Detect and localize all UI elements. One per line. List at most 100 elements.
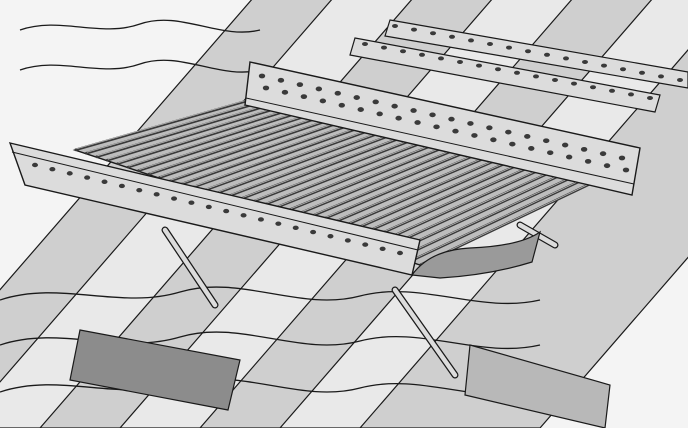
back-plate-hole bbox=[565, 154, 573, 160]
back-plate-hole bbox=[452, 128, 459, 134]
front-edge-fold bbox=[11, 151, 419, 251]
perforated-rail bbox=[349, 19, 688, 113]
rail-hole bbox=[381, 45, 387, 50]
rail-hole bbox=[601, 63, 607, 68]
grating-bar bbox=[200, 122, 389, 194]
front-edge-hole bbox=[49, 166, 56, 172]
back-plate-hole bbox=[357, 107, 364, 112]
grating-bar-highlight bbox=[107, 104, 287, 160]
grating-bar bbox=[273, 136, 470, 218]
rail-hole bbox=[658, 74, 664, 79]
support-brackets bbox=[161, 221, 559, 379]
front-edge-hole bbox=[84, 175, 91, 180]
front-edge-hole bbox=[379, 246, 386, 252]
back-plate-hole bbox=[509, 141, 516, 147]
rail-hole bbox=[449, 34, 455, 39]
grating-bar-highlight bbox=[170, 116, 356, 181]
grating-bar bbox=[116, 106, 297, 166]
grating-bar-highlight bbox=[191, 120, 379, 188]
rail-hole bbox=[400, 49, 406, 54]
rail-hole bbox=[563, 56, 569, 61]
front-edge-hole bbox=[275, 221, 282, 226]
rail-strip bbox=[349, 37, 661, 113]
back-plate-hole bbox=[622, 167, 630, 173]
back-plate-hole bbox=[338, 102, 345, 108]
rail-hole bbox=[533, 74, 539, 79]
walkway-end-plate bbox=[410, 230, 542, 279]
rail-hole bbox=[487, 42, 493, 46]
rail-hole bbox=[677, 78, 683, 82]
front-edge-hole bbox=[223, 208, 230, 214]
rail-hole bbox=[430, 31, 436, 36]
front-edge-hole bbox=[362, 242, 369, 247]
back-plate-hole bbox=[414, 120, 421, 125]
rail-hole bbox=[468, 38, 474, 43]
timber-beam bbox=[464, 344, 611, 428]
grating-bar bbox=[147, 112, 332, 176]
rail-hole bbox=[647, 96, 653, 100]
back-plate-hole bbox=[524, 134, 531, 139]
front-edge-hole bbox=[171, 196, 178, 201]
front-edge-hole bbox=[153, 192, 160, 197]
grating-bar-highlight bbox=[160, 114, 344, 178]
support-bracket-face bbox=[162, 227, 218, 308]
back-plate-hole bbox=[543, 138, 550, 144]
grating-bar-highlight bbox=[97, 102, 275, 157]
back-plate-hole bbox=[561, 142, 569, 148]
front-edge-hole bbox=[327, 234, 334, 239]
back-plate-hole bbox=[391, 103, 398, 109]
back-plate-hole bbox=[258, 73, 266, 79]
back-plate-hole bbox=[471, 133, 478, 138]
back-plate-hole bbox=[372, 99, 379, 105]
back-plate-hole bbox=[429, 112, 436, 118]
back-plate-hole bbox=[277, 77, 285, 83]
walkway-front-edge bbox=[8, 142, 542, 279]
grating-bar-highlight bbox=[139, 110, 321, 171]
front-edge-hole bbox=[205, 204, 212, 210]
rail-hole bbox=[506, 45, 512, 50]
back-plate-fold bbox=[245, 97, 635, 185]
front-edge-hole bbox=[32, 162, 38, 168]
front-edge-hole bbox=[101, 179, 108, 184]
rail-hole bbox=[552, 78, 558, 82]
grating-bar-highlight bbox=[212, 124, 402, 195]
grating-bar-highlight bbox=[222, 126, 413, 198]
grating-bar bbox=[158, 114, 343, 180]
tile-row-edge bbox=[19, 19, 261, 33]
back-plate-hole bbox=[433, 124, 440, 130]
front-edge-hole bbox=[118, 183, 125, 189]
front-edge-hole bbox=[397, 250, 403, 256]
back-plate-hole bbox=[505, 129, 512, 135]
grating-bar-highlight bbox=[118, 106, 298, 164]
rail-hole bbox=[571, 81, 577, 86]
rail-hole bbox=[620, 67, 626, 72]
back-plate bbox=[244, 61, 641, 196]
rail-hole bbox=[514, 70, 520, 75]
grating-bar-highlight bbox=[180, 118, 367, 184]
rail-hole bbox=[639, 70, 645, 75]
back-plate-hole bbox=[618, 155, 626, 161]
grating-bar bbox=[126, 108, 308, 169]
back-plate-hole bbox=[486, 125, 493, 131]
back-plate-hole bbox=[262, 85, 270, 91]
back-plate-hole bbox=[300, 94, 308, 100]
back-plate-hole bbox=[281, 89, 289, 95]
back-plate-hole bbox=[599, 151, 607, 157]
back-plate-hole bbox=[467, 121, 474, 126]
rail-hole bbox=[590, 85, 596, 90]
grating-bar bbox=[179, 118, 366, 187]
rail-hole bbox=[544, 52, 550, 57]
grating-bar-highlight bbox=[149, 112, 333, 174]
rail-hole bbox=[457, 60, 463, 64]
rail-hole bbox=[525, 49, 531, 54]
tile-row-edge bbox=[0, 378, 541, 397]
tile-row-edge bbox=[0, 286, 541, 305]
front-edge-hole bbox=[188, 200, 195, 205]
back-plate-hole bbox=[528, 146, 535, 151]
rail-hole bbox=[411, 27, 417, 32]
front-edge-hole bbox=[136, 187, 143, 193]
grating-bar-highlight bbox=[201, 122, 390, 191]
tile-row-edge bbox=[19, 59, 261, 73]
back-plate-hole bbox=[395, 115, 402, 121]
